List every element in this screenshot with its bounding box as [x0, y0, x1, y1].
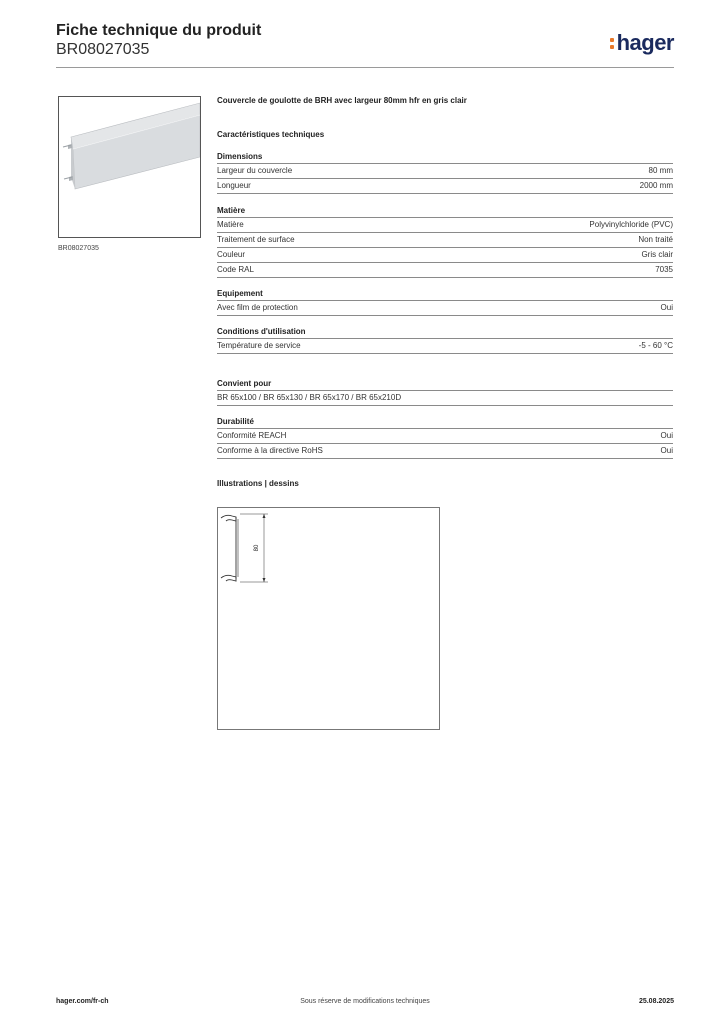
product-image-caption: BR08027035 [58, 245, 99, 252]
spec-value: -5 - 60 °C [638, 341, 673, 350]
cover-profile-drawing-icon: 80 [220, 513, 268, 583]
spec-label: BR 65x100 / BR 65x130 / BR 65x170 / BR 6… [217, 393, 402, 402]
spec-row: Code RAL 7035 [217, 263, 673, 278]
spec-row: Matière Polyvinylchloride (PVC) [217, 218, 673, 233]
dimension-label: 80 [254, 544, 260, 551]
spec-value: 80 mm [648, 166, 673, 175]
document-title: Fiche technique du produit [56, 22, 262, 39]
spec-label: Matière [217, 220, 244, 229]
spec-row: Température de service -5 - 60 °C [217, 339, 673, 354]
logo-dots-icon [609, 36, 615, 50]
spec-value: Non traité [638, 235, 673, 244]
spec-row: Avec film de protection Oui [217, 301, 673, 316]
spec-value: Oui [660, 303, 673, 312]
section-equipment: Equipement Avec film de protection Oui [217, 287, 673, 316]
spec-label: Traitement de surface [217, 235, 295, 244]
section-title: Convient pour [217, 377, 673, 391]
spec-label: Largeur du couvercle [217, 166, 293, 175]
spec-row: Largeur du couvercle 80 mm [217, 164, 673, 179]
spec-label: Conformité REACH [217, 431, 287, 440]
product-image [58, 96, 201, 238]
spec-value: Oui [660, 431, 673, 440]
logo-text: hager [616, 30, 675, 55]
spec-value: 2000 mm [639, 181, 673, 190]
product-reference: BR08027035 [56, 41, 150, 58]
page-header: Fiche technique du produit BR08027035 [56, 22, 261, 59]
product-details: Couvercle de goulotte de BRH avec largeu… [217, 96, 673, 491]
section-dimensions: Dimensions Largeur du couvercle 80 mm Lon… [217, 150, 673, 194]
section-durability: Durabilité Conformité REACH Oui Conforme … [217, 415, 673, 459]
spec-value: Gris clair [641, 250, 673, 259]
spec-label: Longueur [217, 181, 251, 190]
footer-date: 25.08.2025 [638, 998, 674, 1005]
illustrations-title: Illustrations | dessins [217, 479, 299, 488]
cable-duct-cover-icon [62, 102, 201, 190]
section-compatible: Convient pour BR 65x100 / BR 65x130 / BR… [217, 377, 673, 406]
spec-row: BR 65x100 / BR 65x130 / BR 65x170 / BR 6… [217, 391, 673, 406]
spec-row: Conformité REACH Oui [217, 429, 673, 444]
section-conditions: Conditions d'utilisation Température de … [217, 325, 673, 354]
section-title: Durabilité [217, 415, 673, 429]
footer-website-link[interactable]: hager.com/fr-ch [56, 998, 109, 1005]
product-description: Couvercle de goulotte de BRH avec largeu… [217, 96, 467, 105]
spec-label: Couleur [217, 250, 246, 259]
spec-value: Oui [660, 446, 673, 455]
technical-drawing: 80 [217, 507, 440, 730]
spec-row: Couleur Gris clair [217, 248, 673, 263]
spec-label: Code RAL [217, 265, 254, 274]
section-title: Matière [217, 204, 673, 218]
spec-label: Avec film de protection [217, 303, 298, 312]
header-divider [56, 67, 674, 68]
spec-value: Polyvinylchloride (PVC) [589, 220, 673, 229]
hager-logo[interactable]: hager [609, 30, 675, 56]
footer-disclaimer: Sous réserve de modifications techniques [300, 998, 430, 1005]
spec-row: Conforme à la directive RoHS Oui [217, 444, 673, 459]
section-title: Dimensions [217, 150, 673, 164]
section-title: Equipement [217, 287, 673, 301]
spec-row: Traitement de surface Non traité [217, 233, 673, 248]
spec-value: 7035 [655, 265, 673, 274]
spec-row: Longueur 2000 mm [217, 179, 673, 194]
spec-label: Conforme à la directive RoHS [217, 446, 323, 455]
section-title: Conditions d'utilisation [217, 325, 673, 339]
characteristics-title: Caractéristiques techniques [217, 130, 325, 139]
spec-label: Température de service [217, 341, 301, 350]
